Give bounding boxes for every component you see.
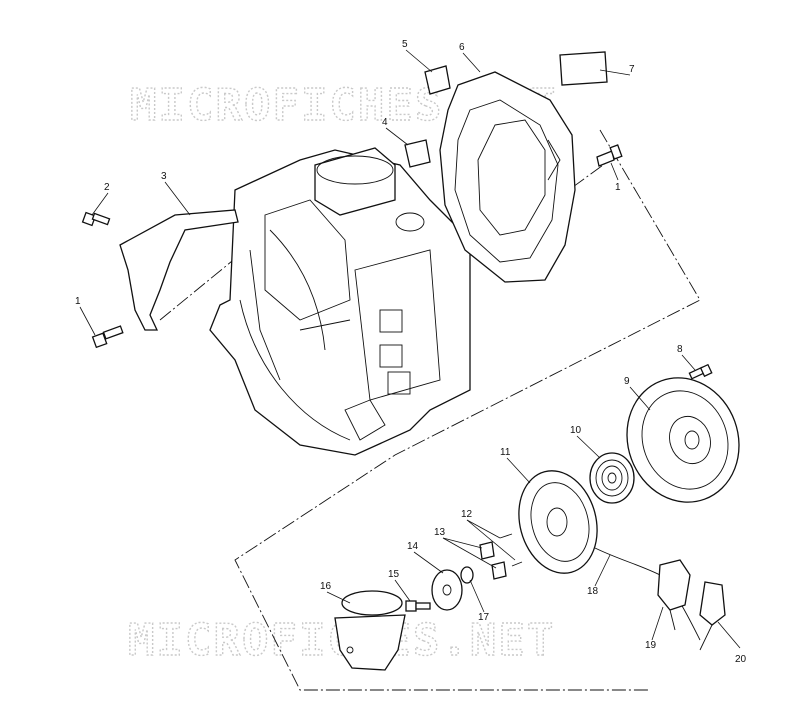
plate-part-5 [424,65,451,95]
bolt-part-8 [688,363,713,380]
leader-lines [79,49,741,649]
callout-19: 19 [645,640,657,651]
bracket-part-3 [119,209,239,331]
callout-3: 3 [161,171,167,182]
callout-17: 17 [478,612,490,623]
screw-part-15 [405,600,431,612]
bolt-part-1-right [596,144,623,167]
callout-20: 20 [735,654,747,665]
plate-part-4 [404,139,431,168]
callout-labels: 5 6 7 4 1 2 3 1 8 9 10 11 12 13 14 15 16… [75,39,747,665]
starter-cover-part-9 [626,377,740,503]
callout-1-left: 1 [75,296,81,307]
bolt-part-1-left [91,325,124,349]
friction-plate-part-14 [431,569,463,611]
callout-18: 18 [587,586,599,597]
callout-16: 16 [320,581,332,592]
callout-5: 5 [402,39,408,50]
grip-part-20 [699,581,726,651]
callout-1-right: 1 [615,182,621,193]
plate-part-7 [559,51,608,86]
drum-part-16 [334,590,406,671]
spring-part-10 [589,452,635,504]
callout-13: 13 [434,527,446,538]
callout-12: 12 [461,509,473,520]
callout-7: 7 [629,64,635,75]
pulley-part-11 [518,470,598,574]
engine-block [209,147,471,456]
handle-part-19 [657,559,691,631]
callout-11: 11 [500,447,511,458]
callout-14: 14 [407,541,419,552]
callout-15: 15 [388,569,400,580]
callout-6: 6 [459,42,465,53]
bolt-part-2 [81,211,111,227]
callout-10: 10 [570,425,582,436]
callout-2: 2 [104,182,110,193]
ring-part-17 [460,566,474,584]
callout-8: 8 [677,344,683,355]
pawls-part-12-13 [479,533,523,580]
callout-9: 9 [624,376,630,387]
blower-housing-part-6 [439,71,576,283]
callout-4: 4 [382,117,388,128]
